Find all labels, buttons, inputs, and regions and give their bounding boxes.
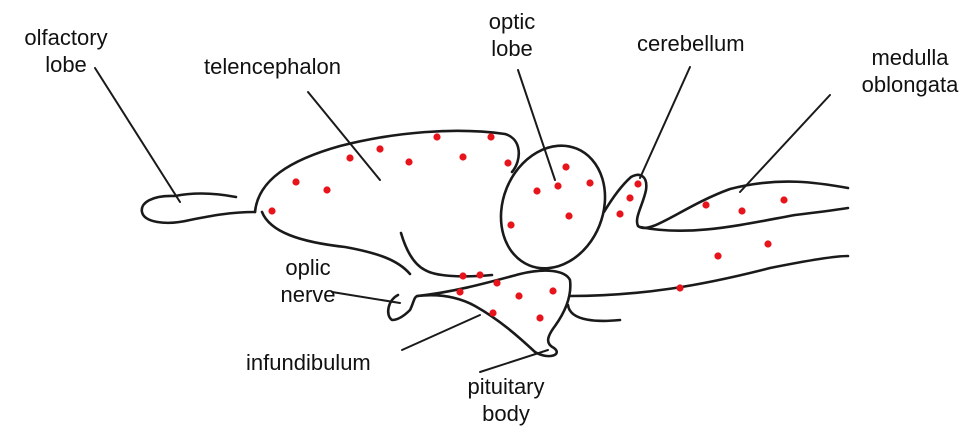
label-pituitary-body-line1: pituitary (452, 373, 560, 400)
red-dot-marker (493, 279, 500, 286)
red-dot-marker (533, 187, 540, 194)
red-dot-marker (676, 284, 683, 291)
optic-lobe-outline (483, 130, 623, 284)
red-dot-marker (268, 207, 275, 214)
red-dot-marker (616, 210, 623, 217)
red-dot-marker (433, 133, 440, 140)
cerebellum-leader (640, 67, 690, 178)
label-telencephalon-text: telencephalon (204, 53, 341, 80)
label-cerebellum: cerebellum (637, 30, 745, 57)
label-optic-lobe: optic lobe (470, 8, 554, 62)
red-dot-marker (554, 182, 561, 189)
red-dot-marker (565, 212, 572, 219)
label-telencephalon: telencephalon (204, 53, 341, 80)
label-olfactory-lobe-line2: lobe (4, 51, 128, 78)
red-dot-marker (487, 133, 494, 140)
label-olfactory-lobe: olfactory lobe (4, 24, 128, 78)
red-dot-marker (714, 252, 721, 259)
label-optic-nerve-line1: oplic (264, 254, 352, 281)
red-dot-marker (456, 288, 463, 295)
label-infundibulum-text: infundibulum (246, 349, 371, 376)
label-optic-nerve: oplic nerve (264, 254, 352, 308)
pituitary-body-leader (480, 350, 548, 372)
label-optic-lobe-line1: optic (470, 8, 554, 35)
red-dot-marker (459, 272, 466, 279)
red-dot-marker (562, 163, 569, 170)
olfactory-lobe-leader (95, 68, 180, 202)
red-dot-marker (780, 196, 787, 203)
red-dot-marker (323, 186, 330, 193)
label-optic-lobe-line2: lobe (470, 35, 554, 62)
telencephalon-outline (255, 131, 519, 212)
olfactory-bulb-outline (142, 193, 255, 222)
red-dot-marker (292, 178, 299, 185)
label-medulla-oblongata: medulla oblongata (850, 44, 970, 98)
red-dot-marker (504, 159, 511, 166)
red-dot-marker (459, 153, 466, 160)
red-dot-marker (536, 314, 543, 321)
red-dot-marker (346, 154, 353, 161)
red-dot-marker (626, 194, 633, 201)
medulla-lower-outline (570, 256, 848, 296)
red-dot-marker (549, 287, 556, 294)
red-dot-marker (507, 221, 514, 228)
infundibulum-leader (402, 315, 480, 350)
infundibulum-lower-outline (568, 305, 620, 321)
red-dot-marker (764, 240, 771, 247)
telencephalon-leader (308, 92, 380, 180)
label-cerebellum-text: cerebellum (637, 30, 745, 57)
label-olfactory-lobe-line1: olfactory (4, 24, 128, 51)
label-pituitary-body-line2: body (452, 400, 560, 427)
red-dot-marker (702, 201, 709, 208)
red-dot-marker (489, 309, 496, 316)
red-dot-marker (376, 145, 383, 152)
label-optic-nerve-line2: nerve (264, 281, 352, 308)
red-dot-marker (476, 271, 483, 278)
label-infundibulum: infundibulum (246, 349, 371, 376)
red-dot-marker (405, 158, 412, 165)
diencephalon-fold (401, 233, 492, 276)
red-dot-marker (738, 207, 745, 214)
optic-nerve-outline (388, 295, 418, 320)
label-medulla-oblongata-line1: medulla (850, 44, 970, 71)
red-dot-marker (515, 292, 522, 299)
label-pituitary-body: pituitary body (452, 373, 560, 427)
medulla-oblongata-leader (740, 95, 830, 192)
label-medulla-oblongata-line2: oblongata (850, 71, 970, 98)
red-dot-marker (634, 180, 641, 187)
red-dot-marker (586, 179, 593, 186)
